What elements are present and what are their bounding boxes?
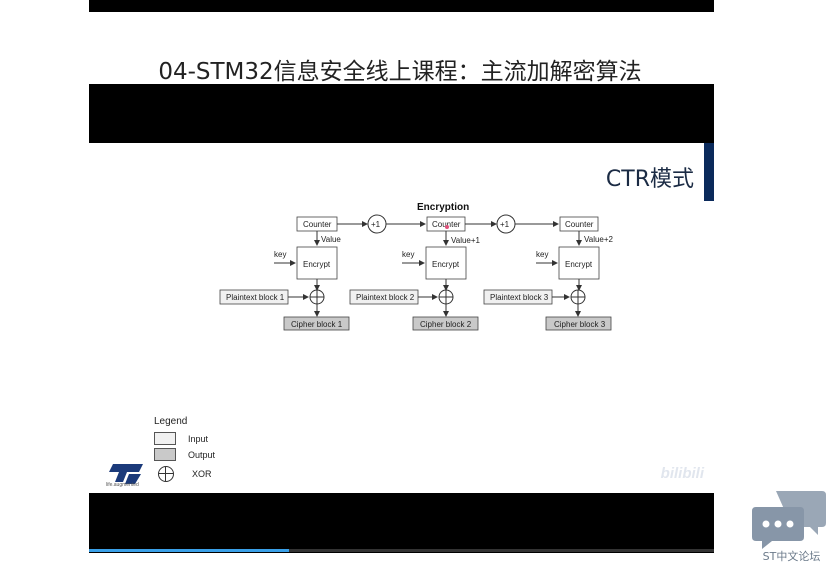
- key-label: key: [274, 250, 286, 259]
- xor-icon: [158, 466, 174, 482]
- slide-title: CTR模式: [605, 167, 694, 192]
- diagram-title: Encryption: [417, 202, 469, 213]
- chat-bubbles-icon[interactable]: [752, 487, 828, 567]
- forum-label[interactable]: ST中文论坛: [762, 550, 821, 563]
- counter-label: Counter: [432, 220, 461, 229]
- encrypt-label: Encrypt: [432, 260, 460, 269]
- bilibili-watermark: bilibili: [660, 465, 704, 482]
- cipher-label: Cipher block 3: [554, 320, 606, 329]
- plaintext-label: Plaintext block 1: [226, 293, 285, 302]
- ctr-diagram: Encryption Counter Value Encrypt key Pla…: [219, 202, 614, 331]
- cipher-box: [283, 316, 350, 331]
- legend-output: Output: [154, 448, 215, 461]
- counter-label: Counter: [303, 220, 332, 229]
- cipher-box: [412, 316, 479, 331]
- progress-fill: [89, 549, 289, 552]
- legend-xor: XOR: [154, 466, 212, 482]
- legend-output-label: Output: [188, 449, 216, 460]
- value-label: Value+2: [584, 235, 614, 244]
- progress-bar[interactable]: [89, 549, 714, 552]
- key-label: key: [536, 250, 548, 259]
- slide: CTR模式 Encryption Counter Value Encrypt k…: [89, 143, 714, 493]
- st-logo-icon: [109, 464, 143, 484]
- legend-input-label: Input: [188, 433, 209, 444]
- input-swatch: [154, 432, 176, 445]
- page-title: 04-STM32信息安全线上课程：主流加解密算法: [158, 59, 642, 85]
- plaintext-label: Plaintext block 3: [490, 293, 549, 302]
- ctr-block-2: Counter Value+1 Encrypt key Plaintext bl…: [349, 216, 481, 331]
- legend-title: Legend: [154, 416, 188, 427]
- ctr-block-3: Counter Value+2 Encrypt key Plaintext bl…: [483, 216, 614, 331]
- ctr-block-1: Counter Value Encrypt key Plaintext bloc…: [219, 216, 350, 331]
- output-swatch: [154, 448, 176, 461]
- slide-accent-bar: [704, 143, 714, 201]
- value-label: Value+1: [451, 236, 481, 245]
- cipher-box: [545, 316, 612, 331]
- legend-xor-label: XOR: [192, 469, 212, 479]
- key-label: key: [402, 250, 414, 259]
- encrypt-label: Encrypt: [303, 260, 331, 269]
- encrypt-label: Encrypt: [565, 260, 593, 269]
- st-logo-text: life.augmented: [106, 482, 139, 488]
- encrypt-box: [425, 246, 467, 280]
- increment-label: +1: [371, 220, 381, 229]
- pointer-dot: [445, 225, 449, 229]
- plaintext-label: Plaintext block 2: [356, 293, 415, 302]
- video-top-bar: [89, 0, 714, 12]
- cipher-label: Cipher block 2: [420, 320, 472, 329]
- legend-input: Input: [154, 432, 208, 445]
- increment-label: +1: [500, 220, 510, 229]
- counter-label: Counter: [565, 220, 594, 229]
- cipher-label: Cipher block 1: [291, 320, 343, 329]
- value-label: Value: [321, 235, 341, 244]
- encrypt-box: [296, 246, 338, 280]
